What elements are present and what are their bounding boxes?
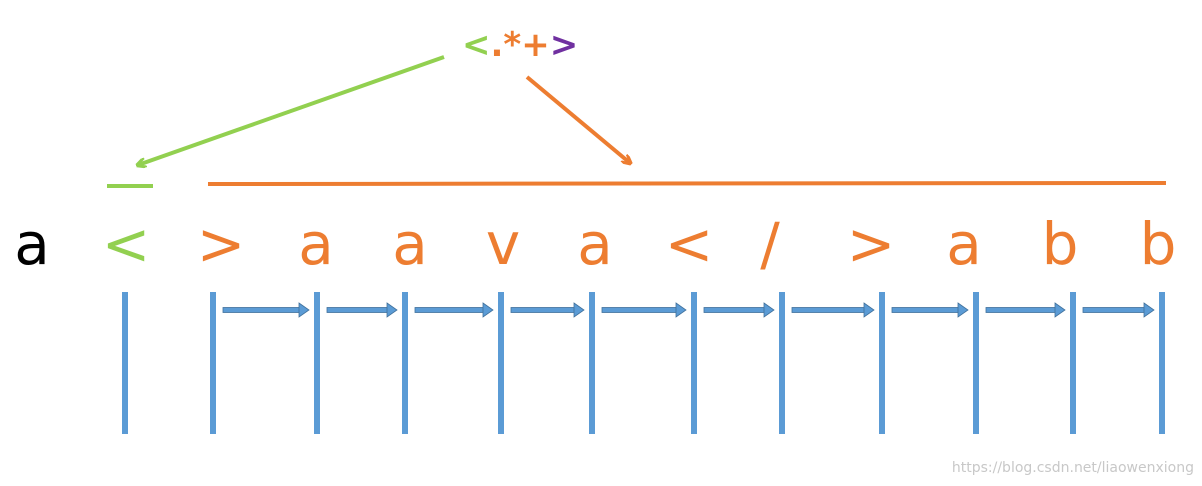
char-2: >: [197, 210, 246, 278]
position-marker-0: [122, 292, 128, 434]
position-marker-4: [498, 292, 504, 434]
char-6: a: [577, 210, 613, 278]
position-marker-2: [314, 292, 320, 434]
step-arrows: [222, 302, 1155, 318]
position-markers: [122, 292, 1165, 434]
step-arrow-shaft-3: [414, 307, 485, 313]
step-arrow-head-2: [386, 302, 398, 318]
step-arrow-shaft-9: [985, 307, 1057, 313]
watermark: https://blog.csdn.net/liaowenxiong: [951, 460, 1194, 476]
position-marker-5: [589, 292, 595, 434]
green-arrow: [138, 55, 445, 165]
step-arrow-shaft-7: [791, 307, 866, 313]
step-arrow-shaft-1: [222, 307, 301, 313]
step-arrow-head-5: [675, 302, 687, 318]
step-arrow-shaft-6: [703, 307, 766, 313]
position-marker-11: [1159, 292, 1165, 434]
step-arrow-shaft-10: [1082, 307, 1146, 313]
char-1: <: [102, 210, 151, 278]
char-11: b: [1042, 210, 1079, 278]
step-arrow-head-9: [1054, 302, 1066, 318]
orange-match-bar: [207, 181, 1167, 186]
step-arrow-head-8: [957, 302, 969, 318]
position-marker-3: [402, 292, 408, 434]
orange-arrow: [525, 75, 630, 163]
step-arrow-head-7: [863, 302, 875, 318]
regex-part-0: <: [462, 25, 491, 65]
step-arrow-head-4: [573, 302, 585, 318]
char-3: a: [298, 210, 334, 278]
position-marker-7: [779, 292, 785, 434]
char-8: /: [760, 210, 780, 278]
regex-part-2: >: [550, 25, 579, 65]
regex-part-1: .*+: [491, 25, 550, 65]
position-marker-10: [1070, 292, 1076, 434]
position-marker-6: [691, 292, 697, 434]
char-10: a: [946, 210, 982, 278]
step-arrow-head-6: [763, 302, 775, 318]
char-9: >: [847, 210, 896, 278]
position-marker-1: [210, 292, 216, 434]
position-marker-9: [973, 292, 979, 434]
step-arrow-shaft-5: [601, 307, 678, 313]
step-arrow-head-3: [482, 302, 494, 318]
step-arrow-shaft-4: [510, 307, 576, 313]
char-12: b: [1140, 210, 1177, 278]
position-marker-8: [879, 292, 885, 434]
step-arrow-head-10: [1143, 302, 1155, 318]
step-arrow-head-1: [298, 302, 310, 318]
char-4: a: [392, 210, 428, 278]
char-7: <: [665, 210, 714, 278]
char-5: v: [486, 210, 520, 278]
regex-label: <.*+>: [462, 25, 578, 65]
step-arrow-shaft-8: [891, 307, 960, 313]
step-arrow-shaft-2: [326, 307, 389, 313]
char-0: a: [14, 210, 50, 278]
